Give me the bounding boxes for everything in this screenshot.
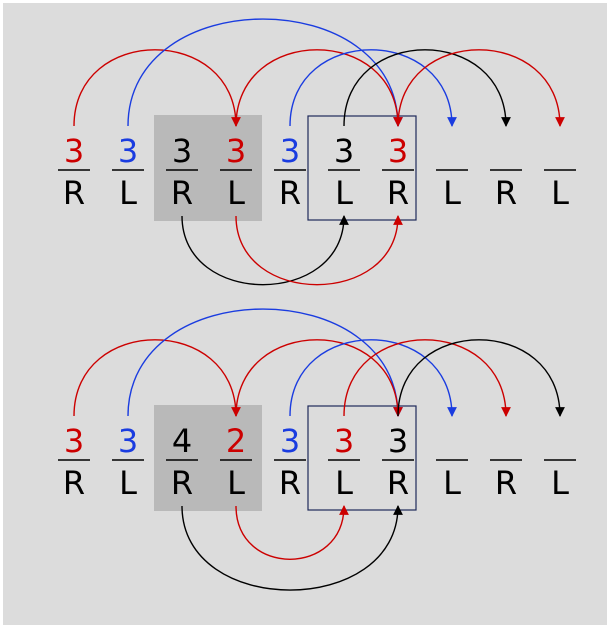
diagram-1-bottom-letter: R [495,174,517,212]
diagram-1-bottom-letter: R [279,174,301,212]
diagram-1-shaded-block [154,115,262,221]
diagram-1-bottom-letter: L [443,174,461,212]
diagram-1-arc-above [289,49,457,127]
diagram-1-arc-above [127,18,403,127]
diagram-2-arc-above [289,339,457,417]
diagram-1-arc-above [397,49,565,127]
diagram-2-arc-above [397,339,565,417]
diagram-1-bottom-letter: L [119,174,137,212]
diagram-1-top-number: 3 [118,132,138,170]
diagram-1-bottom-letter: L [551,174,569,212]
diagram-1-bottom-letter: R [171,174,193,212]
diagram-2-bottom-letter: L [443,464,461,502]
diagram-1-arc-below [181,215,349,286]
diagram-2-top-number: 3 [388,422,408,460]
diagram-1-boxed-block [307,115,417,221]
diagram-2-shaded-block [154,405,262,511]
diagram-2-arc-below [181,505,403,591]
diagram-2-arc-above [127,308,403,417]
diagram-1-arc-above [343,49,511,127]
diagram-2-top-number: 3 [334,422,354,460]
diagram-2-arc-above [235,339,403,417]
diagram-1-top-number: 3 [280,132,300,170]
diagram-2-bottom-letter: L [335,464,353,502]
diagram-2-bottom-letter: R [279,464,301,502]
diagram-2-bottom-letter: L [227,464,245,502]
diagram-1-top-number: 3 [64,132,84,170]
diagram-2-bottom-letter: L [551,464,569,502]
diagram-2-bottom-letter: R [63,464,85,502]
diagram-2-top-number: 3 [280,422,300,460]
diagram-2-bottom-letter: R [387,464,409,502]
diagram-2-top-number: 4 [172,422,192,460]
diagram-1-arc-above [73,49,241,127]
diagram-2-arc-below [235,505,349,560]
diagram-1-top-number: 3 [334,132,354,170]
diagram-1-top-number: 3 [388,132,408,170]
diagram-1-arc-below [235,215,403,286]
diagram-2-top-number: 3 [118,422,138,460]
diagram-2-bottom-letter: R [171,464,193,502]
diagram-1-bottom-letter: L [335,174,353,212]
diagram-2-bottom-letter: L [119,464,137,502]
diagram-1-arc-above [235,49,403,127]
diagram-2-top-number: 3 [64,422,84,460]
diagram-2-boxed-block [307,405,417,511]
diagram-2-bottom-letter: R [495,464,517,502]
diagram-1-top-number: 3 [172,132,192,170]
diagram-1-bottom-letter: R [387,174,409,212]
diagram-2-arc-above [73,339,241,417]
diagram-1-bottom-letter: L [227,174,245,212]
diagram-2-arc-above [343,339,511,417]
diagram-1-top-number: 3 [226,132,246,170]
diagram-2-top-number: 2 [226,422,246,460]
diagram-1-bottom-letter: R [63,174,85,212]
